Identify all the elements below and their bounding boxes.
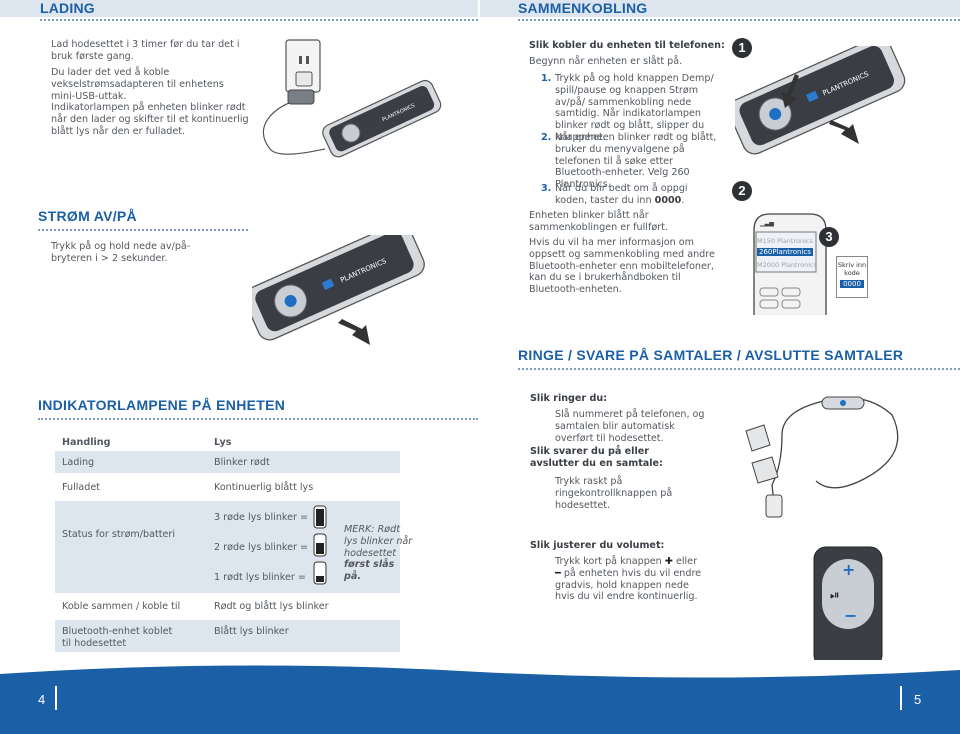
pairing-done: Enheten blinker blått når sammenkoblinge…	[529, 210, 668, 233]
step-badge-1: 1	[732, 38, 752, 58]
step-number-3: 3.	[541, 183, 552, 194]
row-action-charging: Lading	[62, 457, 95, 468]
phone-list-item-2-selected: 260Plantronics	[757, 248, 813, 256]
header-bar-charging: LADING	[0, 0, 478, 17]
volume-down-icon: −	[844, 606, 857, 625]
battery-note-text: MERK: Rødt lys blinker når hodesettet	[344, 524, 413, 559]
step-text-3-code: 0000	[654, 194, 682, 206]
page-number-right: 5	[914, 692, 922, 707]
footer-band: 4 5	[0, 662, 960, 734]
row-light-battery-2: 2 røde lys blinker =	[214, 542, 309, 553]
svg-text:▁▃▅: ▁▃▅	[759, 220, 774, 227]
indicators-rule	[38, 418, 478, 420]
row-light-pairing: Rødt og blått lys blinker	[214, 601, 329, 612]
call-section-text-1: Slå nummeret på telefonen, og samtalen b…	[555, 409, 705, 444]
charging-paragraph-2: Du lader det ved å koble vekselstrømsada…	[51, 67, 224, 102]
headset-unit-charging: PLANTRONICS	[322, 79, 442, 158]
row-light-connected: Blått lys blinker	[214, 626, 289, 637]
call-section-title-2: Slik svarer du på eller avslutter du en …	[530, 446, 663, 469]
row-light-charging: Blinker rødt	[214, 457, 270, 468]
volume-text-part-2: eller	[675, 556, 698, 567]
power-rule	[38, 229, 248, 231]
step-text-1: Trykk på og hold knappen Demp/ spill/pau…	[555, 73, 714, 143]
battery-icons	[313, 505, 327, 585]
charging-cable	[262, 99, 326, 155]
phone-list-item-3: M2000 Plantronics	[757, 261, 817, 269]
code-entry-label: Skriv inn kode	[837, 261, 867, 277]
table-row	[55, 501, 400, 593]
pairing-intro: Begynn når enheten er slått på.	[529, 56, 683, 67]
pairing-buttons-illustration: PLANTRONICS	[735, 46, 906, 155]
volume-control-illustration: + ⏯ −	[813, 546, 883, 660]
adapter-plug	[295, 71, 313, 87]
header-rule	[40, 19, 478, 21]
step-badge-3: 3	[819, 227, 839, 247]
row-action-full: Fulladet	[62, 482, 101, 493]
audio-jack-icon	[765, 494, 783, 518]
footer-wave	[0, 665, 960, 734]
step-number-2: 2.	[541, 132, 552, 143]
table-header-action: Handling	[62, 437, 111, 448]
call-section-text-2: Trykk raskt på ringekontrollknappen på h…	[555, 476, 673, 511]
call-section-title-3: Slik justerer du volumet:	[530, 540, 665, 551]
battery-note: MERK: Rødt lys blinker når hodesettet fø…	[344, 524, 414, 583]
step-text-3-body: Når du blir bedt om å oppgi koden, taste…	[555, 183, 688, 206]
section-title-pairing: SAMMENKOBLING	[518, 0, 648, 16]
volume-text-part-1: Trykk kort på knappen	[555, 556, 662, 567]
table-row	[55, 620, 400, 652]
volume-up-icon: +	[842, 560, 855, 579]
press-arrow-top	[781, 74, 799, 108]
plus-icon: ✚	[664, 556, 673, 567]
calls-rule	[518, 368, 960, 370]
code-entry-value: 0000	[840, 280, 864, 288]
section-title-calls: RINGE / SVARE PÅ SAMTALER / AVSLUTTE SAM…	[518, 347, 904, 363]
section-title-indicators: INDIKATORLAMPENE PÅ ENHETEN	[38, 397, 286, 413]
page-number-left: 4	[38, 692, 46, 707]
call-section-title-1: Slik ringer du:	[530, 393, 608, 404]
earbud-right-icon	[751, 456, 779, 484]
table-row	[55, 451, 400, 473]
header-bar-pairing: SAMMENKOBLING	[480, 0, 960, 17]
charging-paragraph-3: Indikatorlampen på enheten blinker rødt …	[51, 102, 249, 137]
volume-text-part-3: på enheten hvis du vil endre gradvis, ho…	[555, 567, 702, 603]
battery-1-icon	[313, 561, 327, 585]
section-title-charging: LADING	[40, 0, 95, 16]
power-button-illustration: PLANTRONICS	[252, 235, 425, 345]
step-number-1: 1.	[541, 73, 552, 84]
phone-list-item-1: M150 Plantronics	[757, 237, 813, 245]
header-rule	[518, 19, 960, 21]
table-header-light: Lys	[214, 437, 232, 448]
battery-note-emphasis: først slås på.	[344, 559, 395, 583]
power-arrow	[338, 319, 370, 345]
power-instruction: Trykk på og hold nede av/på-bryteren i >…	[51, 241, 191, 264]
row-action-pairing: Koble sammen / koble til	[62, 601, 181, 612]
row-light-full: Kontinuerlig blått lys	[214, 482, 314, 493]
earbud-left-icon	[745, 424, 771, 452]
call-section-text-3: Trykk kort på knappen ✚ eller ━ på enhet…	[555, 556, 705, 603]
step-badge-2: 2	[732, 181, 752, 201]
earbud-illustration	[745, 396, 899, 518]
step-text-2: Når enheten blinker rødt og blått, bruke…	[555, 132, 717, 191]
earbud-cable	[809, 397, 899, 489]
battery-2-icon	[313, 533, 327, 557]
press-arrow-side	[829, 120, 859, 144]
charger-illustration: PLANTRONICS	[262, 39, 442, 158]
row-action-connected: Bluetooth-enhet koblet til hodesettet	[62, 626, 173, 649]
code-entry-box: Skriv inn kode 0000	[836, 256, 868, 298]
play-pause-icon: ⏯	[830, 588, 840, 602]
row-action-battery: Status for strøm/batteri	[62, 529, 176, 540]
step-text-3: Når du blir bedt om å oppgi koden, taste…	[555, 183, 688, 206]
row-light-battery-1: 1 rødt lys blinker =	[214, 572, 306, 583]
section-title-power: STRØM AV/PÅ	[38, 208, 137, 224]
battery-3-icon	[313, 505, 327, 529]
pairing-more-info: Hvis du vil ha mer informasjon om oppset…	[529, 237, 715, 296]
pairing-title: Slik kobler du enheten til telefonen:	[529, 40, 725, 51]
minus-icon: ━	[555, 567, 561, 579]
row-light-battery-3: 3 røde lys blinker =	[214, 512, 309, 523]
charging-paragraph-1: Lad hodesettet i 3 timer før du tar det …	[51, 39, 240, 62]
